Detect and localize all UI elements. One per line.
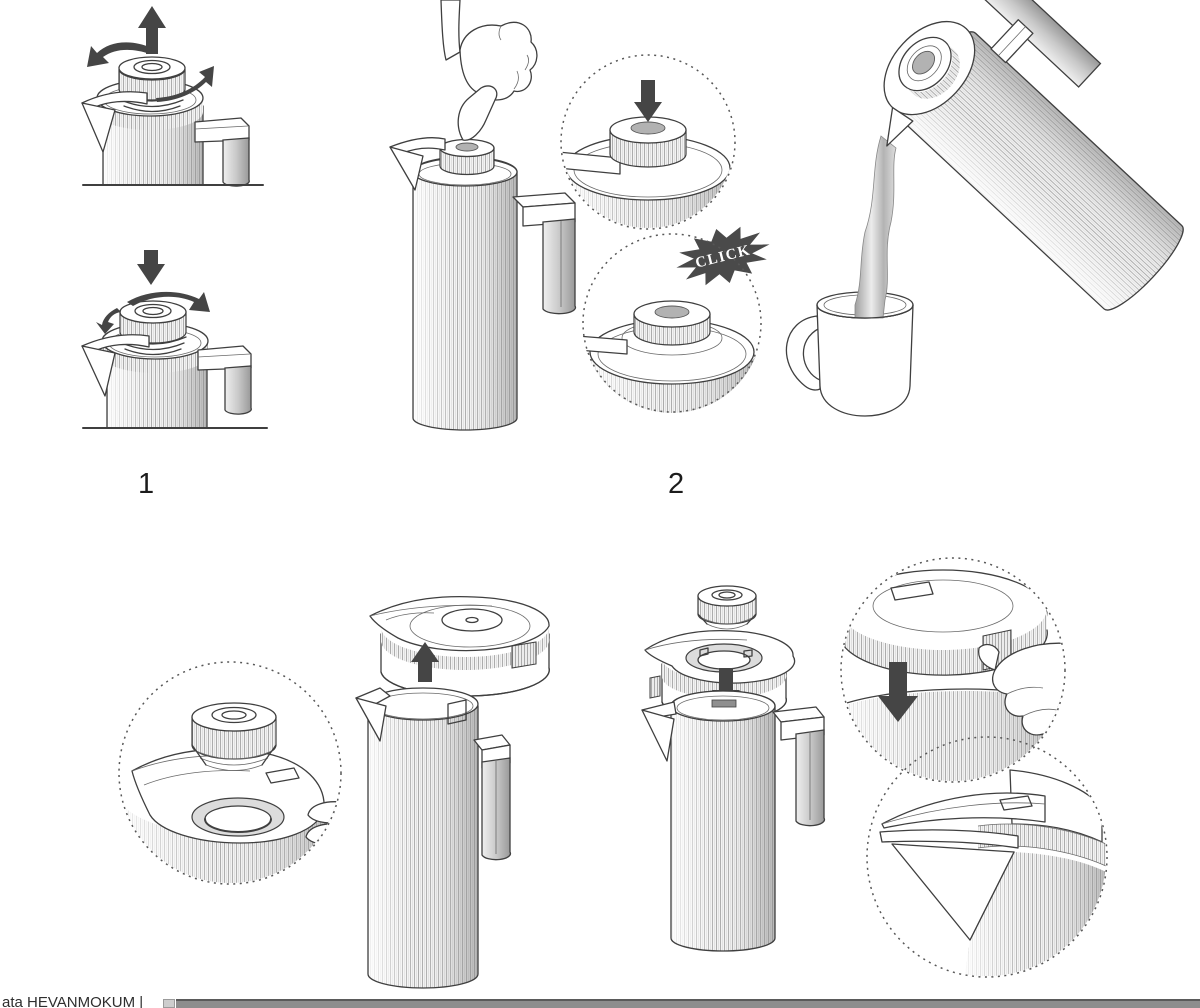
press-down-arrow-icon	[634, 80, 662, 122]
spout-cutout	[355, 697, 387, 742]
rotate-close-arrow-icon	[96, 308, 121, 334]
figure-pour	[785, 0, 1184, 417]
arrow-down-icon	[137, 250, 165, 285]
rotate-close-arrow-icon	[127, 291, 210, 312]
step-2-label: 2	[668, 468, 685, 500]
figure-insert-lid	[641, 585, 826, 952]
stopper	[191, 702, 277, 771]
spout-cutout	[389, 146, 424, 191]
figure-press-stopper	[389, 0, 577, 431]
rotate-open-arrow-icon	[156, 66, 214, 102]
callout-spout-detail	[866, 736, 1108, 978]
callout-open-top-detail	[118, 661, 342, 885]
spout-cutout	[641, 709, 675, 762]
figure-unscrew-stopper	[81, 6, 264, 187]
callout-insert-detail	[840, 557, 1066, 783]
dotted-callout-circle	[560, 54, 736, 230]
pointing-hand-icon	[305, 798, 340, 870]
click-burst-icon: CLICK	[676, 226, 770, 286]
dotted-callout-circle	[582, 233, 762, 413]
callout-click-detail: CLICK	[582, 226, 770, 413]
pressing-hand-icon	[440, 0, 538, 141]
callout-press-detail	[560, 54, 736, 230]
spout-cutout	[81, 345, 116, 397]
dotted-callout-circle	[866, 736, 1108, 978]
figure-screw-stopper	[81, 250, 268, 429]
press-down-arrow-icon	[878, 662, 918, 722]
tilted-carafe	[883, 0, 1184, 311]
lid-assembly	[369, 595, 550, 697]
figure-remove-lid	[355, 595, 550, 989]
scrollbar-track-button[interactable]	[163, 999, 175, 1008]
arrow-up-icon	[411, 642, 439, 682]
arrow-up-icon	[138, 6, 166, 54]
rotate-open-arrow-icon	[87, 42, 152, 67]
spout-cutout	[81, 102, 116, 153]
dotted-callout-circle	[118, 661, 342, 885]
horizontal-scrollbar-thumb[interactable]	[176, 999, 1200, 1008]
liquid-stream	[854, 135, 897, 319]
spout-cutout	[891, 843, 1015, 941]
stopper	[697, 585, 757, 630]
step-1-label: 1	[138, 468, 155, 500]
dotted-callout-circle	[840, 557, 1066, 783]
mug	[785, 291, 914, 417]
status-bar-partial-text: ata HEVANMOKUM |	[2, 994, 144, 1008]
